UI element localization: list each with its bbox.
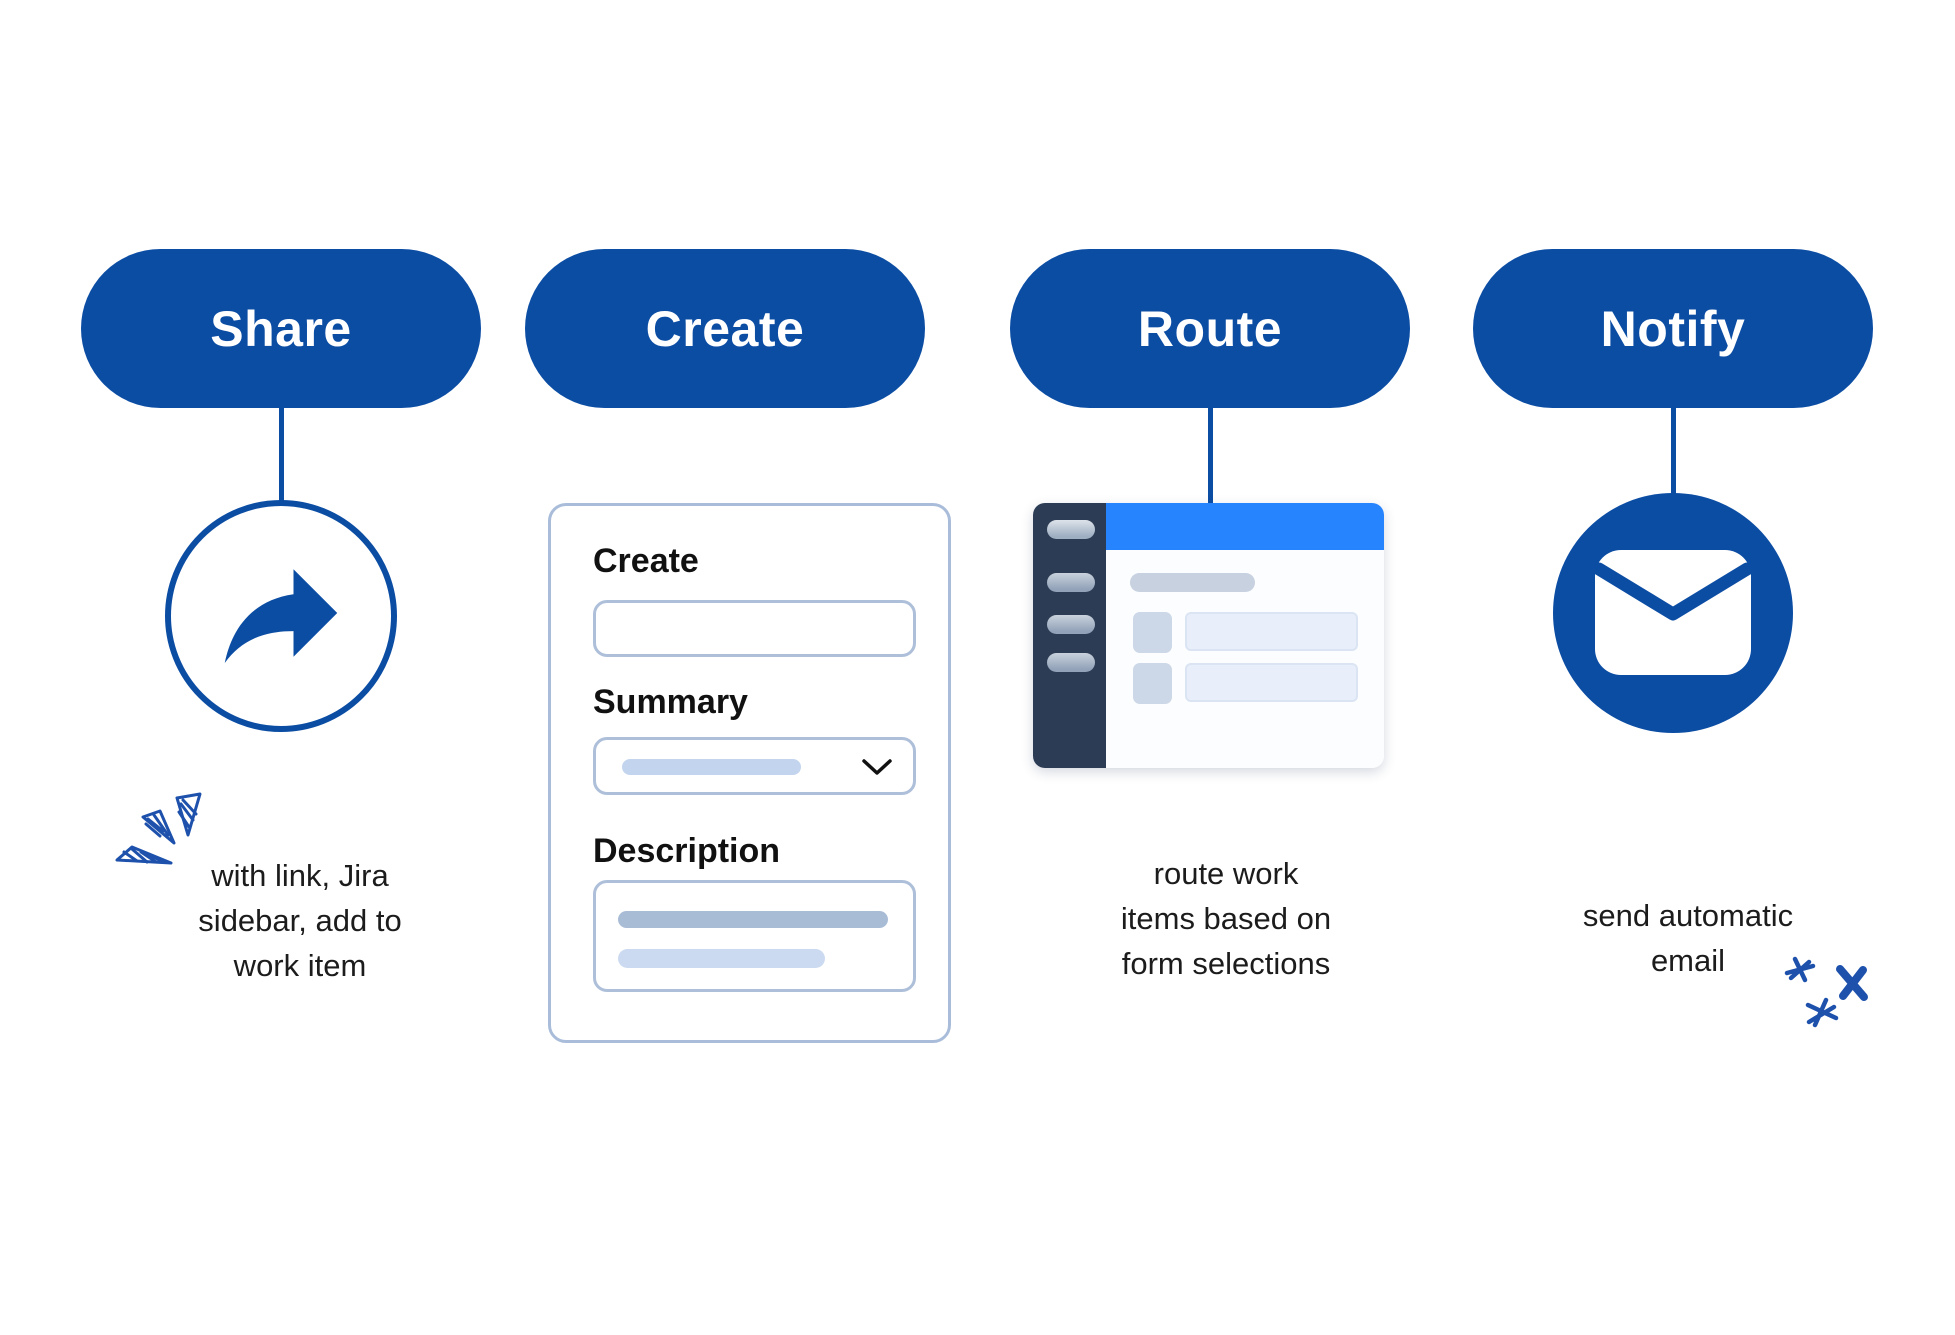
share-arrow-icon	[224, 569, 338, 663]
text-placeholder-bar	[618, 949, 825, 968]
route-caption-line: form selections	[1121, 946, 1331, 981]
notify-caption-line: send automatic	[1582, 898, 1794, 933]
notify-caption-line: email	[1650, 943, 1726, 978]
window-content-area	[1106, 503, 1384, 768]
notify-caption: send automatic email	[1583, 893, 1793, 983]
form-field-label-placeholder	[1133, 612, 1172, 653]
window-title-placeholder	[1130, 573, 1255, 592]
sidebar-menu-item-placeholder	[1047, 653, 1095, 672]
window-sidebar	[1033, 503, 1106, 768]
text-placeholder-bar	[618, 911, 888, 928]
route-caption-line: route work	[1153, 856, 1299, 891]
step-pill-share[interactable]: Share	[81, 249, 481, 408]
route-caption: route work items based on form selection…	[1121, 851, 1331, 986]
form-description-label: Description	[593, 832, 781, 870]
step-pill-share-label: Share	[210, 300, 352, 357]
emphasis-doodle-triangles	[115, 792, 202, 865]
summary-dropdown[interactable]	[593, 737, 916, 795]
form-summary-label: Summary	[593, 683, 748, 721]
email-envelope-icon	[1553, 493, 1793, 733]
window-header-bar	[1106, 503, 1384, 550]
share-caption: with link, Jira sidebar, add to work ite…	[198, 853, 401, 988]
step-pill-route-label: Route	[1137, 300, 1283, 357]
share-caption-line: with link, Jira	[211, 858, 389, 893]
form-field-placeholder	[1185, 612, 1358, 651]
description-textarea[interactable]	[593, 880, 916, 992]
create-form-card: Create Summary Description	[548, 503, 951, 1043]
share-caption-line: work item	[233, 948, 367, 983]
app-window-graphic	[1033, 503, 1384, 768]
step-pill-create-label: Create	[645, 300, 805, 357]
form-field-label-placeholder	[1133, 663, 1172, 704]
sidebar-menu-item-placeholder	[1047, 615, 1095, 634]
share-circle	[165, 500, 397, 732]
share-caption-line: sidebar, add to	[198, 903, 402, 938]
form-create-label: Create	[593, 542, 699, 580]
dropdown-value-placeholder	[622, 759, 801, 775]
connector-line-share	[279, 404, 284, 506]
connector-line-notify	[1671, 404, 1676, 494]
sparkle-doodle	[1784, 956, 1868, 1028]
chevron-down-icon	[862, 759, 892, 775]
create-text-input[interactable]	[593, 600, 916, 657]
step-pill-create[interactable]: Create	[525, 249, 925, 408]
sidebar-menu-item-placeholder	[1047, 573, 1095, 592]
route-caption-line: items based on	[1120, 901, 1332, 936]
step-pill-notify-label: Notify	[1600, 300, 1746, 357]
connector-line-route	[1208, 404, 1213, 505]
step-pill-notify[interactable]: Notify	[1473, 249, 1873, 408]
sidebar-menu-item-placeholder	[1047, 520, 1095, 539]
step-pill-route[interactable]: Route	[1010, 249, 1410, 408]
form-field-placeholder	[1185, 663, 1358, 702]
